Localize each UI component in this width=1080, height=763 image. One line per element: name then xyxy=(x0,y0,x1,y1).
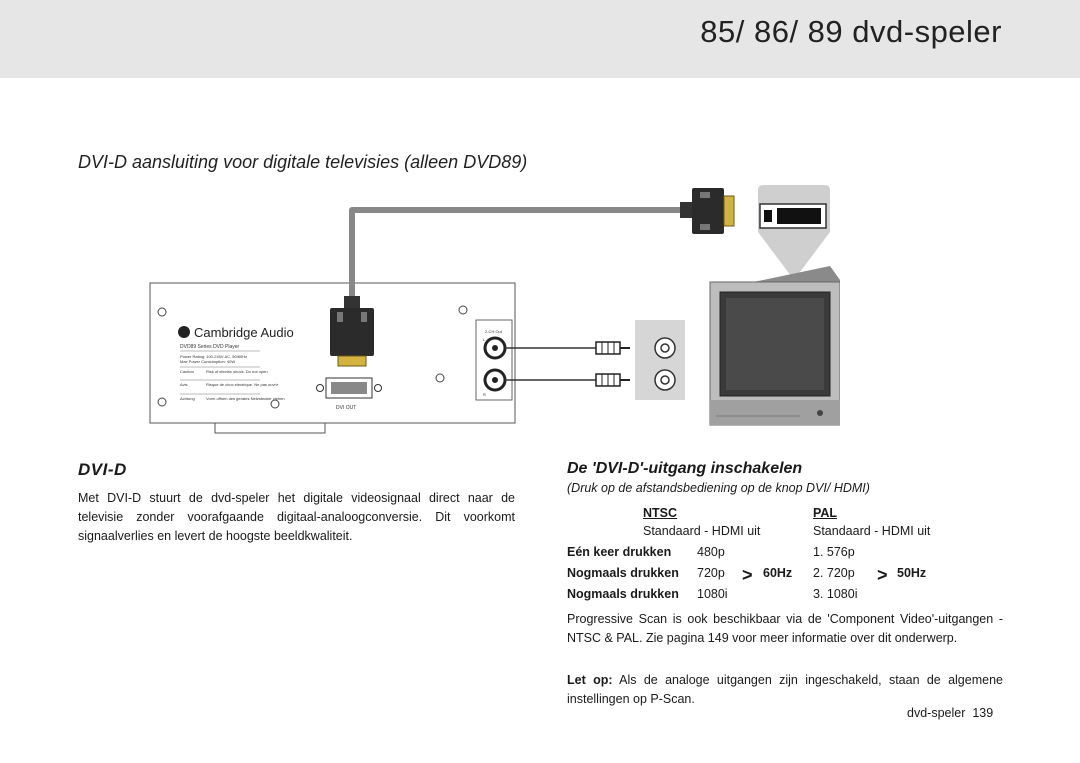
achtung-label: Achtung xyxy=(180,396,195,401)
dvi-connection-diagram: Cambridge Audio DVD89 Series DVD Player … xyxy=(149,185,840,434)
avis-label: Avis xyxy=(180,382,187,387)
caution-label: Caution xyxy=(180,369,194,374)
rca-plug-left xyxy=(595,341,630,355)
page-footer: dvd-speler 139 xyxy=(907,706,993,720)
power-consumption-label: Max Power Consumption: 40W xyxy=(180,359,235,364)
pal-default: Standaard - HDMI uit xyxy=(813,524,931,538)
ntsc-hz: 60Hz xyxy=(763,566,793,580)
pal-hz: 50Hz xyxy=(897,566,927,580)
note-text: Als de analoge uitgangen zijn ingeschake… xyxy=(567,673,1003,706)
page-number: 139 xyxy=(972,706,994,720)
television xyxy=(709,266,840,426)
model-label: DVD89 Series DVD Player xyxy=(180,344,240,350)
ntsc-default: Standaard - HDMI uit xyxy=(643,524,761,538)
ntsc-value-3: 1080i xyxy=(697,587,728,601)
dvid-heading: DVI-D xyxy=(78,460,127,479)
dvid-body: Met DVI-D stuurt de dvd-speler het digit… xyxy=(78,491,515,543)
row-label-press-again-2: Nogmaals drukken xyxy=(567,587,679,601)
footer-section: dvd-speler xyxy=(907,706,966,720)
greater-than-icon: > xyxy=(742,565,753,585)
pal-value-3: 3. 1080i xyxy=(813,587,858,601)
cambridge-logo-icon xyxy=(178,326,190,338)
ntsc-column-header: NTSC xyxy=(643,506,678,520)
ntsc-value-2: 720p xyxy=(697,566,725,580)
l-label: L xyxy=(483,337,486,342)
ntsc-value-1: 480p xyxy=(697,545,725,559)
dvi-plug-player xyxy=(330,296,374,367)
dvi-out-label: DVI OUT xyxy=(336,405,356,411)
two-ch-label: 2-CH Out xyxy=(485,329,503,334)
achtung-text: Vorm offnen des gerates Netzstecker zieh… xyxy=(206,396,285,401)
note-paragraph: Let op: Als de analoge uitgangen zijn in… xyxy=(567,671,1003,709)
greater-than-icon: > xyxy=(877,565,888,585)
dvd-player-rear-panel: Cambridge Audio DVD89 Series DVD Player … xyxy=(149,282,516,434)
brand-label: Cambridge Audio xyxy=(194,325,294,340)
caution-text: Risk of electric shock. Do not open xyxy=(206,369,268,374)
page-title: 85/ 86/ 89 dvd-speler xyxy=(700,14,1002,49)
rca-plug-right xyxy=(595,373,630,387)
note-label: Let op: xyxy=(567,673,613,687)
avis-text: Risque de choc electrique. Ne pas ouvrir xyxy=(206,382,279,387)
section-title: DVI-D aansluiting voor digitale televisi… xyxy=(78,152,528,172)
r-label: R xyxy=(483,392,486,397)
enable-dvi-subheading: (Druk op de afstandsbediening op de knop… xyxy=(567,481,870,495)
pal-column-header: PAL xyxy=(813,506,838,520)
enable-dvi-heading: De 'DVI-D'-uitgang inschakelen xyxy=(567,460,803,477)
dvi-plug-tv xyxy=(680,188,735,234)
row-label-press-once: Eén keer drukken xyxy=(567,545,672,559)
dvi-cable xyxy=(349,207,685,302)
page-header: 85/ 86/ 89 dvd-speler xyxy=(0,0,1080,78)
dvi-socket-callout xyxy=(750,185,830,280)
pal-value-1: 1. 576p xyxy=(813,545,855,559)
power-rating-label: Power Rating: 100-240V AC, 50/60Hz xyxy=(180,354,247,359)
row-label-press-again-1: Nogmaals drukken xyxy=(567,566,679,580)
pal-value-2: 2. 720p xyxy=(813,566,855,580)
progressive-scan-paragraph: Progressive Scan is ook beschikbaar via … xyxy=(567,612,1003,645)
